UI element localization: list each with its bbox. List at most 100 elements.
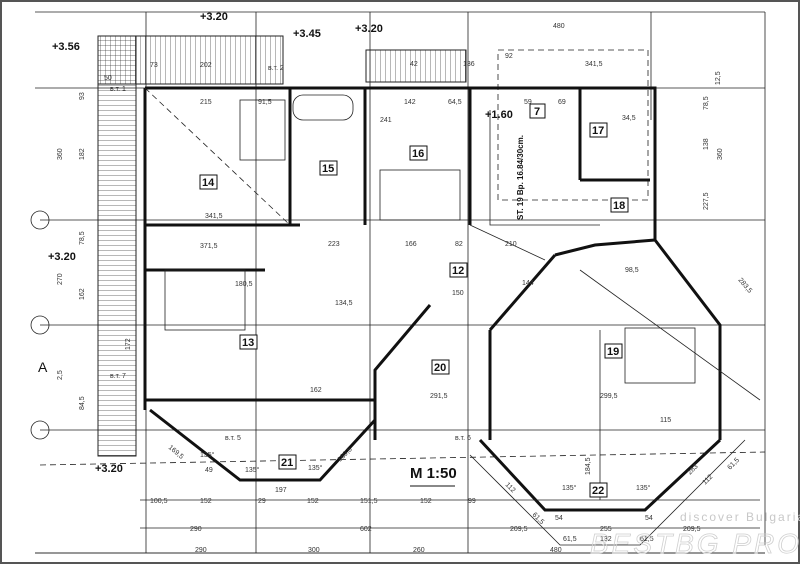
dimension-label: 132	[600, 536, 612, 543]
dimension-label: 291,5	[430, 393, 448, 400]
dimension-label: 241	[380, 117, 392, 124]
wall-marker: в.т. 5	[225, 435, 241, 442]
dimension: 42	[410, 61, 418, 68]
bed-13	[164, 269, 246, 331]
dimension-label: 112	[701, 473, 714, 486]
room-labels: 7 12 13 14 15 16 17 18 19 20 21 22	[199, 103, 629, 498]
dimension-label: 78,5	[703, 96, 710, 110]
stair-note: ST. 19 Bp. 16.84/30cm.	[516, 135, 525, 220]
dimension-label: 172	[125, 338, 132, 350]
dimension-label: 360	[57, 148, 64, 160]
bed-14	[239, 99, 286, 161]
dimension-label: 150	[452, 290, 464, 297]
dimension-label: 12,5	[715, 71, 722, 85]
room-18: 18	[613, 200, 625, 212]
dimension-label: 215	[200, 99, 212, 106]
dimension: 92	[505, 53, 513, 60]
dimension-label: 91,5	[258, 99, 272, 106]
dimension-label: 162	[79, 288, 86, 300]
room-22: 22	[592, 485, 604, 497]
dimension-label: 227,5	[703, 192, 710, 210]
dimension-label: 61,5	[726, 457, 741, 472]
dimension-label: 299,5	[600, 393, 618, 400]
dimension-label: 197	[275, 487, 287, 494]
dimension-label: 78,5	[79, 231, 86, 245]
stair-arrow	[469, 224, 546, 261]
room-15: 15	[322, 163, 334, 175]
dimension-label: 84,5	[79, 396, 86, 410]
dimension-label: 61,5	[640, 536, 654, 543]
dimension-label: 151,5	[360, 498, 378, 505]
axis-marker	[30, 315, 50, 335]
dimension-label: 135°	[200, 451, 215, 459]
watermark-line1: discover Bulgaria	[680, 510, 800, 524]
axis-marker	[30, 420, 50, 440]
dimension-label: 341,5	[205, 213, 223, 220]
wall	[488, 254, 557, 331]
dimension-label: 290	[195, 547, 207, 554]
interior-dimensions: 215 91,5 142 64,5 59 69 34,5 341,5 371,5…	[200, 99, 671, 424]
room-16: 16	[412, 148, 424, 160]
dimension-label: 371,5	[200, 243, 218, 250]
dimension-label: 134,5	[335, 300, 353, 307]
dimension-label: 64,5	[448, 99, 462, 106]
dimension-label: 59	[524, 99, 532, 106]
wall-marker: в.т. 1	[110, 86, 126, 93]
dimension-label: 135°	[636, 484, 651, 492]
room-12: 12	[452, 265, 464, 277]
dimension-label: 260	[413, 547, 425, 554]
dimension-label: 184,5	[585, 457, 592, 475]
level-marker: +3.45	[293, 28, 321, 40]
dimension-label: 54	[645, 515, 653, 522]
dimension-label: 99	[468, 498, 476, 505]
wall-marker: в.т. 6	[455, 435, 471, 442]
dimension: 202	[200, 62, 212, 69]
dimension-label: 135°	[245, 466, 260, 474]
dimension-label: 162	[310, 387, 322, 394]
bay-dimensions: 49 197 169,5 169,5 54 54 61,5 112 283 11…	[167, 444, 741, 526]
dimension-label: 135°	[562, 484, 577, 492]
dimension-label: 61,5	[563, 536, 577, 543]
level-marker: +3.20	[355, 23, 383, 35]
wall-north	[145, 86, 657, 240]
wall	[554, 238, 656, 257]
dimension-label: 360	[717, 148, 724, 160]
dimension-label: 255	[600, 526, 612, 533]
room-7: 7	[534, 106, 540, 118]
dimension-label: 100,5	[150, 498, 168, 505]
room-14: 14	[202, 177, 215, 189]
dimension-label: 283	[686, 463, 699, 476]
scale-label: M 1:50	[410, 465, 457, 482]
roof-hatch-top-mid	[365, 49, 467, 83]
axis-marker	[30, 210, 50, 230]
bottom-dimensions: 100,5 152 29 152 151,5 152 99 209,5 255 …	[150, 498, 701, 554]
dimension-label: 142	[404, 99, 416, 106]
level-marker: +3.20	[95, 463, 123, 475]
dimension-label: 82	[455, 241, 463, 248]
dimension-label: 182	[79, 148, 86, 160]
wall	[373, 304, 432, 440]
dimension-label: 152	[307, 498, 319, 505]
dimension-label: 54	[555, 515, 563, 522]
level-marker: +3.20	[200, 11, 228, 23]
dimension-label: 69	[558, 99, 566, 106]
dimension-label: 144	[522, 280, 534, 287]
dimension-label: 169,5	[336, 446, 353, 463]
dimension-label: 152	[200, 498, 212, 505]
right-dimensions: 12,5 78,5 138 360 227,5 283,5	[703, 71, 753, 295]
dimension-label: 112	[504, 481, 517, 494]
room-17: 17	[592, 125, 604, 137]
dimension-label: 223	[328, 241, 340, 248]
level-marker: +1.60	[485, 109, 513, 121]
dimension-label: 210	[505, 241, 517, 248]
bay-window-21	[149, 408, 377, 482]
bay-window-22	[478, 438, 722, 512]
dimension-label: 29	[258, 498, 266, 505]
stair-outline	[489, 110, 600, 226]
dimension-label: 209,5	[510, 526, 528, 533]
wall-marker: в.т. 7	[110, 373, 126, 380]
room-21: 21	[281, 457, 293, 469]
bed-16	[379, 169, 461, 221]
